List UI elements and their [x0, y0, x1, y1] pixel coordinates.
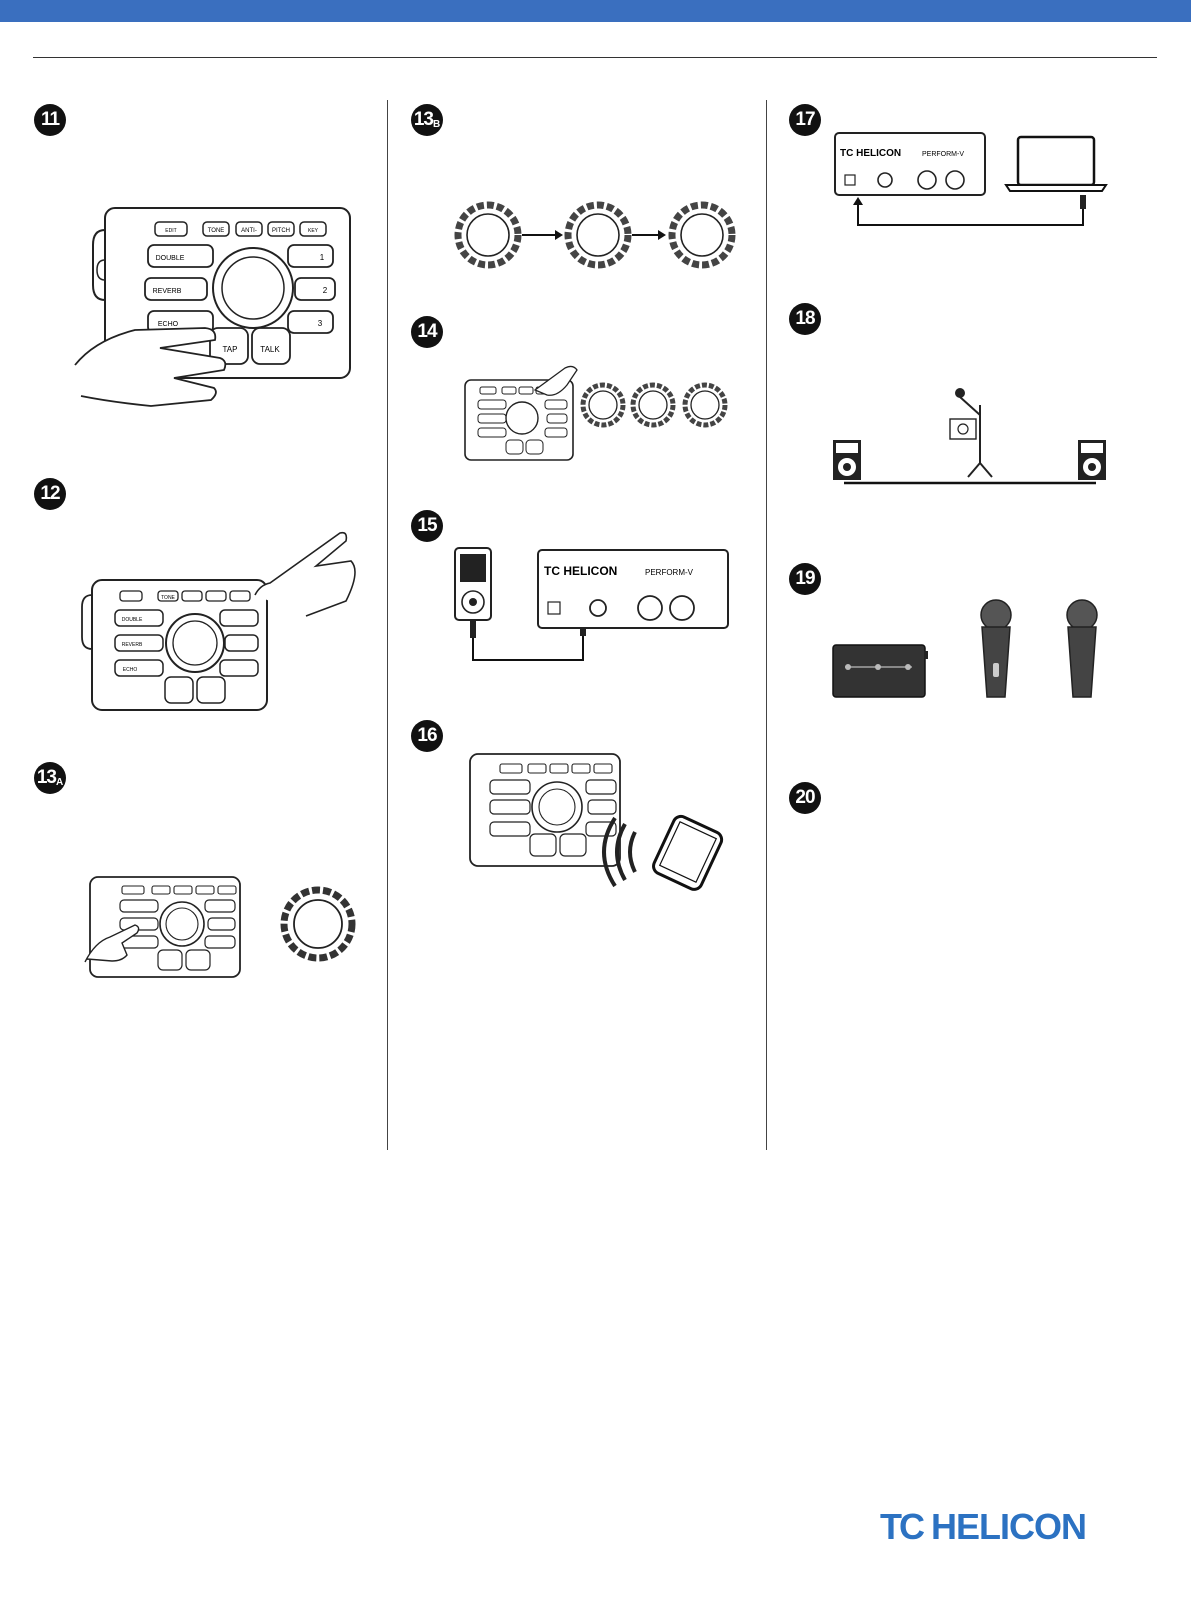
step-11-badge: 11 [34, 104, 66, 136]
step-19-accessories-illustration [830, 595, 1115, 705]
step-12-device-illustration: TONE DOUBLE REVERB ECHO [70, 525, 360, 715]
step-13b-ring-sequence-illustration [450, 200, 740, 270]
svg-text:DOUBLE: DOUBLE [122, 617, 143, 623]
svg-text:ECHO: ECHO [123, 667, 138, 673]
header-bar [0, 0, 1191, 22]
brand-logo: TC HELICON [880, 1506, 1086, 1548]
step-18-pa-setup-illustration [830, 385, 1115, 490]
svg-text:TAP: TAP [223, 345, 238, 354]
step-13a-device-illustration [80, 872, 360, 982]
step-12-badge: 12 [34, 478, 66, 510]
svg-text:ECHO: ECHO [158, 321, 179, 328]
svg-text:TONE: TONE [161, 595, 175, 601]
svg-text:KEY: KEY [308, 228, 319, 234]
step-17-badge: 17 [789, 104, 821, 136]
svg-text:PERFORM-V: PERFORM-V [922, 151, 964, 158]
svg-text:REVERB: REVERB [153, 288, 182, 295]
svg-text:TONE: TONE [208, 228, 225, 234]
step-19-badge: 19 [789, 563, 821, 595]
svg-text:REVERB: REVERB [122, 642, 143, 648]
svg-text:1: 1 [320, 253, 325, 262]
step-14-badge: 14 [411, 316, 443, 348]
step-18-badge: 18 [789, 303, 821, 335]
step-16-badge: 16 [411, 720, 443, 752]
svg-text:3: 3 [318, 319, 323, 328]
svg-text:ANTI-: ANTI- [241, 228, 257, 234]
svg-text:TC HELICON: TC HELICON [544, 564, 617, 578]
step-15-media-player-illustration: TC HELICON PERFORM-V [440, 540, 740, 670]
svg-text:PITCH: PITCH [272, 228, 290, 234]
step-11-device-illustration: EDIT TONE ANTI- PITCH KEY DOUBLE REVERB … [70, 200, 360, 420]
svg-text:TC HELICON: TC HELICON [840, 148, 901, 159]
svg-text:DOUBLE: DOUBLE [156, 255, 185, 262]
svg-text:2: 2 [323, 286, 328, 295]
step-16-bluetooth-illustration [450, 752, 740, 902]
column-divider-1 [387, 100, 388, 1150]
step-14-device-illustration [440, 360, 740, 465]
svg-text:PERFORM-V: PERFORM-V [645, 568, 694, 577]
step-15-badge: 15 [411, 510, 443, 542]
svg-text:EDIT: EDIT [165, 228, 176, 234]
column-divider-2 [766, 100, 767, 1150]
step-17-computer-connection-illustration: TC HELICON PERFORM-V [830, 125, 1110, 235]
step-20-badge: 20 [789, 782, 821, 814]
header-rule [33, 57, 1157, 58]
svg-text:TALK: TALK [260, 345, 280, 354]
